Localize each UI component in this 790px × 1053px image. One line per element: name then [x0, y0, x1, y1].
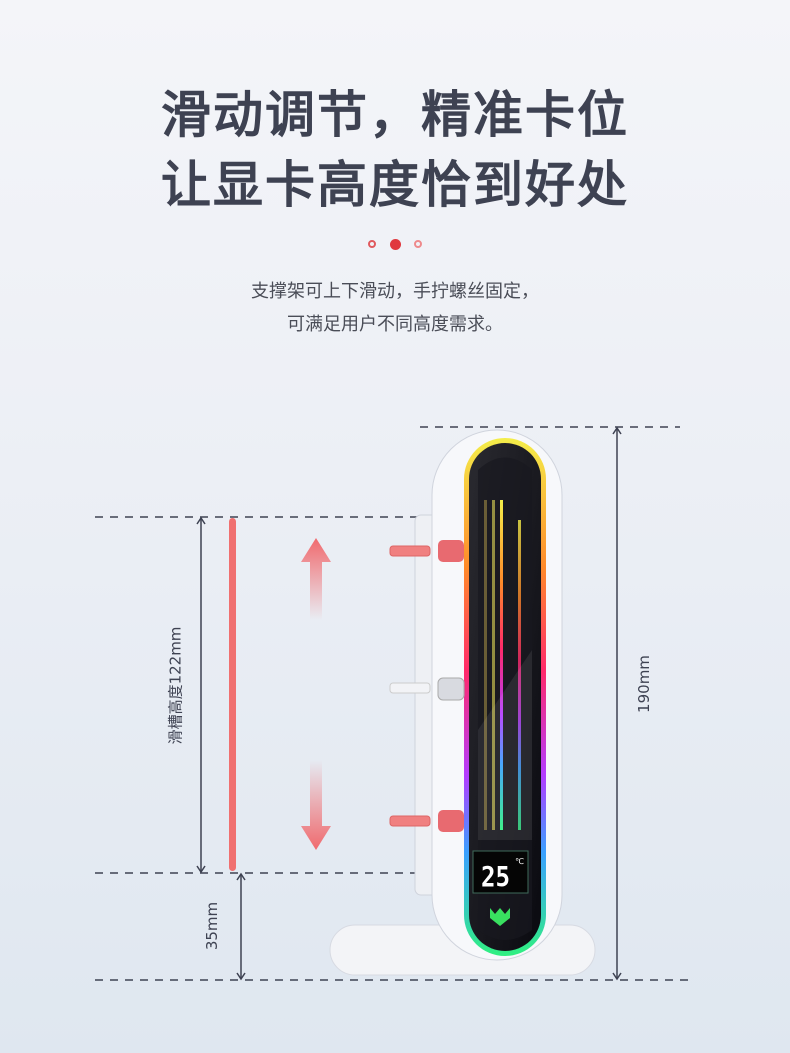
headline-line-1: 滑动调节，精准卡位: [161, 86, 629, 144]
up-down-arrow-icon: [301, 538, 331, 850]
pager-dot-3[interactable]: [414, 240, 422, 248]
display-unit: ℃: [515, 857, 524, 866]
slot-range-bar: [229, 518, 236, 871]
description-line-2: 可满足用户不同高度需求。: [287, 314, 503, 335]
headline-line-2: 让显卡高度恰到好处: [161, 156, 629, 214]
dimension-lines: [95, 426, 690, 981]
base-height-label: 35mm: [203, 901, 221, 951]
pager-dot-1[interactable]: [368, 240, 376, 248]
thumb-screw-knob-top: [438, 540, 464, 562]
brand-logo-icon: [490, 908, 510, 926]
display-temperature: 25: [481, 860, 510, 893]
slot-height-label: 滑槽高度122mm: [166, 626, 185, 745]
thumb-screw-knob-bottom: [438, 810, 464, 832]
pager-dot-2-active[interactable]: [390, 239, 401, 250]
total-height-label: 190mm: [635, 655, 653, 713]
thumb-screw-knob-middle: [437, 677, 465, 701]
product-stand: [329, 429, 596, 976]
description-line-1: 支撑架可上下滑动，手拧螺丝固定，: [251, 281, 539, 302]
